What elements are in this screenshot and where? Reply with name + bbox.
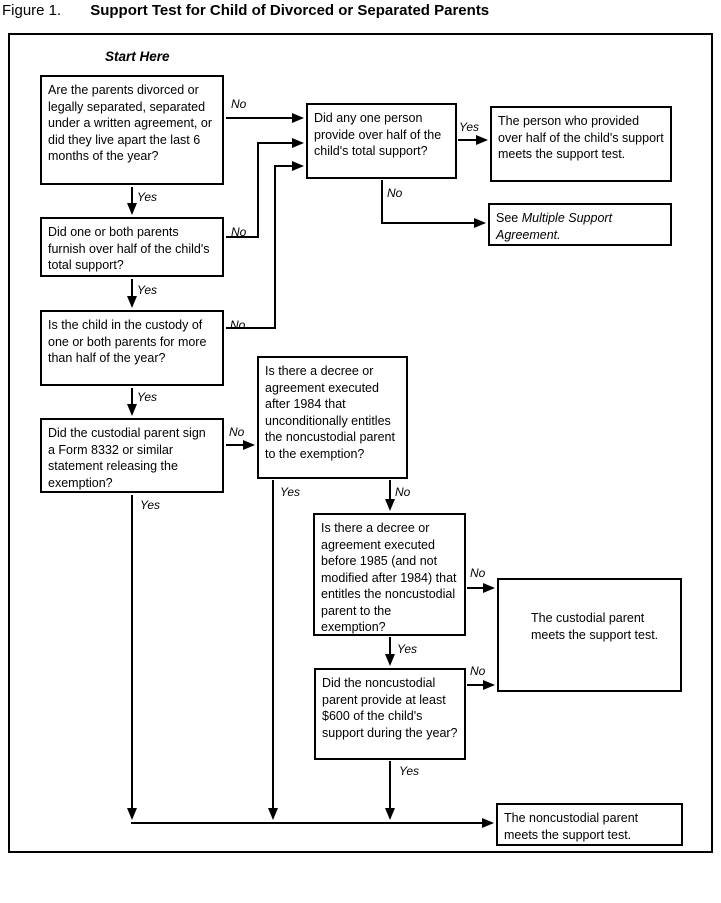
node-text-multiple-support: Multiple Support Agreement. [496,211,613,242]
edge-label-yes: Yes [459,120,480,134]
edge-label-yes: Yes [140,498,161,512]
start-here-label: Start Here [105,49,170,64]
figure-title-text: Support Test for Child of Divorced or Se… [90,2,490,19]
figure-label: Figure 1. [2,2,62,19]
node-text: Did the noncustodial parent provide at l… [322,676,458,740]
node-custody-question: Is the child in the custody of one or bo… [40,310,224,386]
edge-label-yes: Yes [137,190,158,204]
node-noncustodial-meets-result: The noncustodial parent meets the suppor… [496,803,683,846]
edge-label-yes: Yes [397,642,418,656]
edge-label-no: No [229,425,245,439]
edge-label-no: No [470,566,486,580]
figure-title: Figure 1. Support Test for Child of Divor… [2,2,489,19]
node-text: Did one or both parents furnish over hal… [48,225,210,272]
node-any-one-person-question: Did any one person provide over half of … [306,103,457,179]
edge-label-yes: Yes [280,485,301,499]
node-text: The custodial parent meets the support t… [531,611,659,642]
edge-label-no: No [387,186,403,200]
node-person-provided-result: The person who provided over half of the… [490,106,672,182]
edge-custody-no [226,161,304,329]
node-text: Did the custodial parent sign a Form 833… [48,426,206,490]
node-text: Is there a decree or agreement executed … [321,521,457,634]
flowchart-border [8,33,713,853]
edge-furnish-no [226,138,304,238]
edge-label-no: No [470,664,486,678]
edge-label-no: No [395,485,411,499]
node-decree-before-1985-question: Is there a decree or agreement executed … [313,513,466,636]
node-text: Is there a decree or agreement executed … [265,364,395,461]
node-text: Are the parents divorced or legally sepa… [48,83,212,163]
node-decree-after-1984-question: Is there a decree or agreement executed … [257,356,408,479]
edge-label-yes: Yes [137,390,158,404]
edge-label-yes: Yes [137,283,158,297]
node-text: Is the child in the custody of one or bo… [48,318,207,365]
node-custodial-meets-result: The custodial parent meets the support t… [497,578,682,692]
node-form-8332-question: Did the custodial parent sign a Form 833… [40,418,224,493]
edge-label-no: No [230,318,246,332]
node-furnish-support-question: Did one or both parents furnish over hal… [40,217,224,277]
edge-anyone-no [381,180,486,228]
node-text: The person who provided over half of the… [498,114,664,161]
edge-label-no: No [231,225,247,239]
node-text-see: See [496,211,522,225]
node-text: The noncustodial parent meets the suppor… [504,811,639,842]
node-text: Did any one person provide over half of … [314,111,442,158]
edge-label-yes: Yes [399,764,420,778]
node-multiple-support-result: See Multiple Support Agreement. [488,203,672,246]
node-parents-divorced-question: Are the parents divorced or legally sepa… [40,75,224,185]
node-600-support-question: Did the noncustodial parent provide at l… [314,668,466,760]
edge-label-no: No [231,97,247,111]
